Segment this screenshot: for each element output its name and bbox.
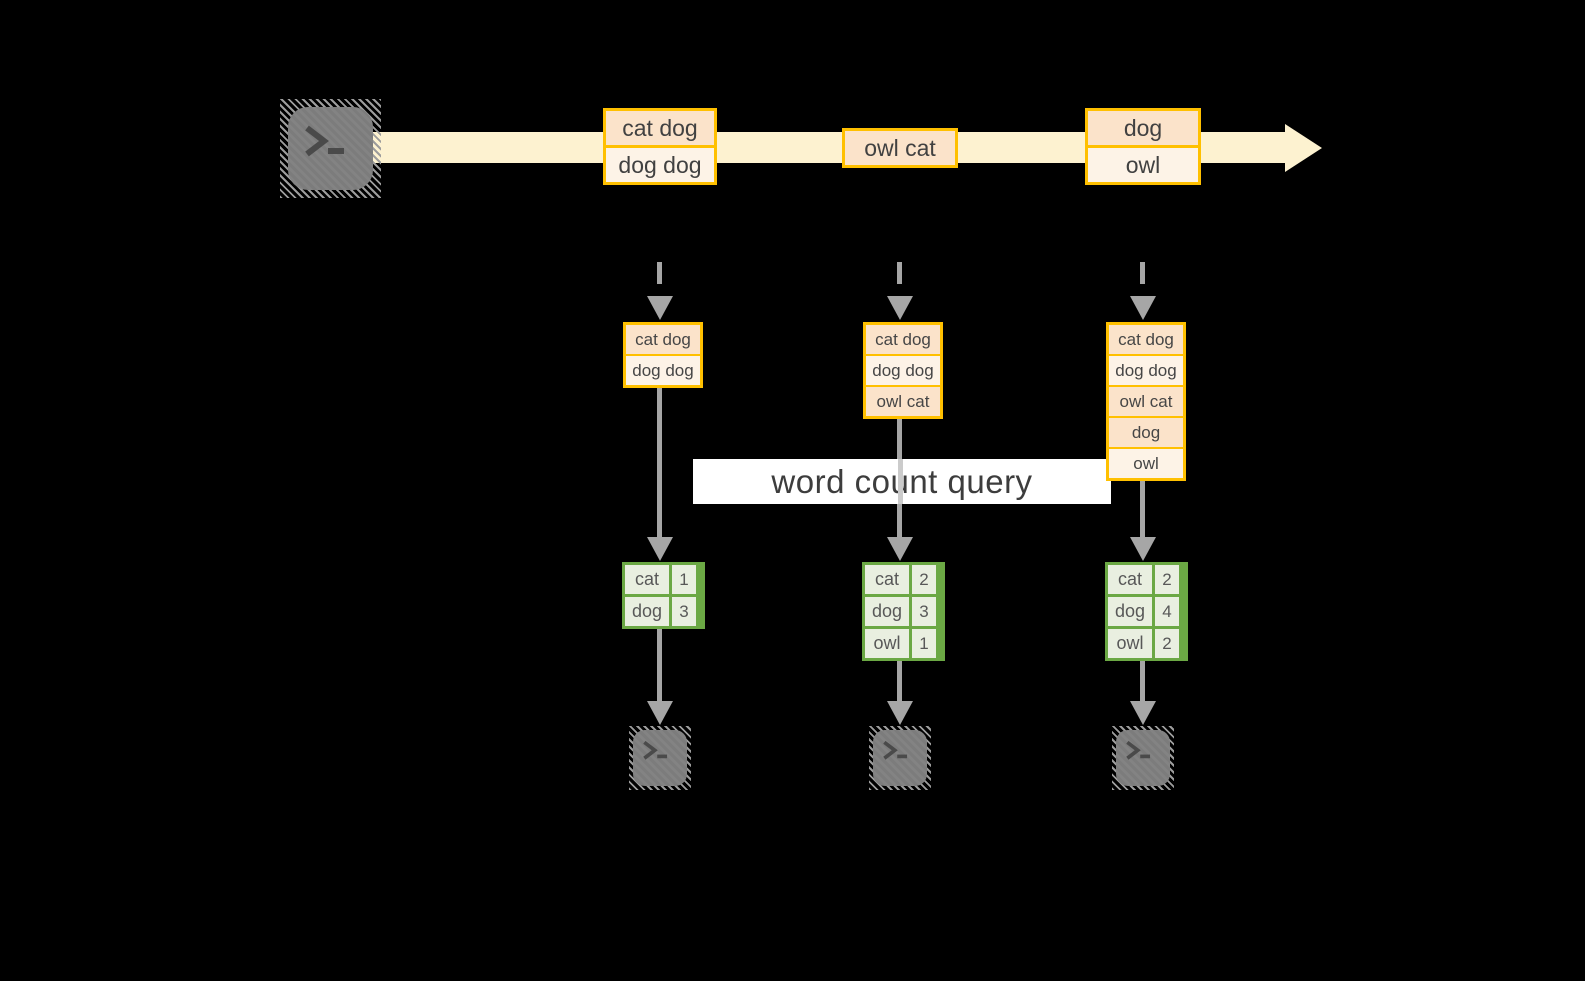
arrow-line [897,661,902,701]
event-row: owl cat [845,131,955,165]
state-row: owl [1109,449,1183,478]
arrow-line [657,388,662,537]
event-row: dog dog [606,148,714,182]
word-cell: dog [1108,597,1152,626]
arrow-line [1140,661,1145,701]
word-cell: cat [1108,565,1152,594]
table-row: owl 1 [865,629,942,658]
count-cell: 1 [912,629,936,658]
terminal-icon [633,730,687,786]
state-list-2: cat dog dog dog owl cat [863,322,943,419]
terminal-sink-icon-1 [629,726,691,790]
state-list-1: cat dog dog dog [623,322,703,388]
state-row: owl cat [866,387,940,416]
down-arrowhead-icon [1130,537,1156,561]
dashed-arrow-segment [897,262,902,284]
state-list-3: cat dog dog dog owl cat dog owl [1106,322,1186,481]
terminal-sink-icon-3 [1112,726,1174,790]
table-row: dog 3 [625,597,702,626]
table-row: cat 2 [1108,565,1185,594]
stream-arrowhead-icon [1285,124,1322,172]
table-row: dog 4 [1108,597,1185,626]
word-cell: dog [865,597,909,626]
down-arrowhead-icon [887,537,913,561]
dashed-arrow-segment [657,262,662,284]
count-table-2: cat 2 dog 3 owl 1 [862,562,945,661]
terminal-icon [288,107,373,190]
word-cell: owl [865,629,909,658]
state-row: cat dog [866,325,940,354]
state-row: dog dog [1109,356,1183,385]
count-cell: 2 [1155,629,1179,658]
down-arrowhead-icon [887,701,913,725]
arrow-line [1140,481,1145,537]
down-arrowhead-icon [1130,296,1156,320]
state-row: dog dog [626,356,700,385]
event-row: dog [1088,111,1198,145]
arrow-line [657,629,662,701]
count-table-1: cat 1 dog 3 [622,562,705,629]
dashed-arrow-segment [1140,262,1145,284]
down-arrowhead-icon [647,701,673,725]
count-cell: 3 [672,597,696,626]
table-row: cat 2 [865,565,942,594]
arrow-through-label [898,459,903,504]
count-cell: 2 [912,565,936,594]
word-cell: owl [1108,629,1152,658]
terminal-icon [873,730,927,786]
terminal-icon [1116,730,1170,786]
terminal-sink-icon-2 [869,726,931,790]
count-cell: 3 [912,597,936,626]
stream-event-3: dog owl [1085,108,1201,185]
state-row: dog [1109,418,1183,447]
terminal-source-icon [280,99,381,198]
count-cell: 4 [1155,597,1179,626]
count-table-3: cat 2 dog 4 owl 2 [1105,562,1188,661]
event-row: cat dog [606,111,714,145]
word-cell: dog [625,597,669,626]
table-row: owl 2 [1108,629,1185,658]
count-cell: 1 [672,565,696,594]
word-cell: cat [865,565,909,594]
stream-event-1: cat dog dog dog [603,108,717,185]
state-row: owl cat [1109,387,1183,416]
table-row: dog 3 [865,597,942,626]
down-arrowhead-icon [1130,701,1156,725]
table-row: cat 1 [625,565,702,594]
count-cell: 2 [1155,565,1179,594]
down-arrowhead-icon [647,537,673,561]
word-cell: cat [625,565,669,594]
state-row: cat dog [626,325,700,354]
stream-event-2: owl cat [842,128,958,168]
state-row: cat dog [1109,325,1183,354]
state-row: dog dog [866,356,940,385]
event-row: owl [1088,148,1198,182]
down-arrowhead-icon [647,296,673,320]
down-arrowhead-icon [887,296,913,320]
